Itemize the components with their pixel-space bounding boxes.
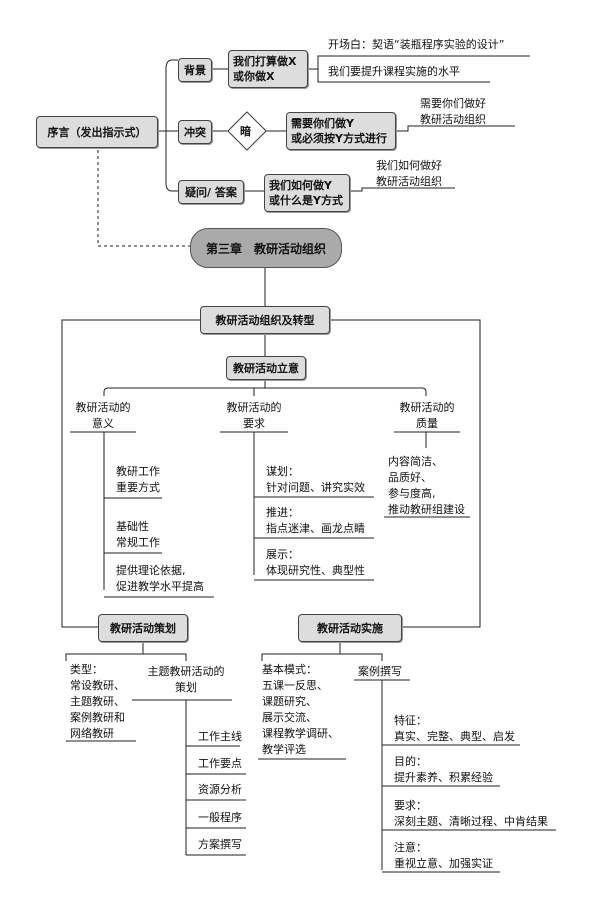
root-node: 序言（发出指示式） bbox=[36, 116, 158, 148]
qa-node: 疑问/ 答案 bbox=[178, 180, 244, 204]
quality-text: 内容简洁、 品质好、 参与度高, 推动教研组建设 bbox=[388, 455, 465, 516]
background-leaf-1: 开场白：契语“装瓶程序实验的设计” bbox=[328, 38, 505, 51]
impl-node: 教研活动实施 bbox=[298, 614, 402, 642]
requirement-item-2: 推进： 指点迷津、画龙点睛 bbox=[266, 506, 365, 535]
plan-theme-item-3: 资源分析 bbox=[198, 783, 242, 796]
background-leaf-2: 我们要提升课程实施的水平 bbox=[328, 65, 460, 78]
meaning-label: 教研活动的 意义 bbox=[75, 401, 131, 430]
impl-case-item-3: 要求： 深刻主题、清晰过程、中肯结果 bbox=[394, 799, 548, 828]
org-node: 教研活动组织及转型 bbox=[200, 306, 330, 334]
background-node: 背景 bbox=[178, 58, 212, 82]
requirement-item-1: 谋划： 针对问题、讲究实效 bbox=[266, 465, 365, 494]
meaning-item-3: 提供理论依据, 促进教学水平提高 bbox=[116, 564, 204, 593]
conflict-node: 冲突 bbox=[178, 120, 212, 144]
quality-label: 教研活动的 质量 bbox=[399, 401, 455, 430]
plan-theme-item-5: 方案撰写 bbox=[198, 838, 242, 851]
background-box: 我们打算做X 或你做X bbox=[228, 50, 308, 88]
conflict-box: 需要你们做Y 或必须按Y方式进行 bbox=[286, 112, 396, 150]
chapter-node: 第三章 教研活动组织 bbox=[190, 228, 342, 268]
meaning-item-2: 基础性 常规工作 bbox=[116, 520, 160, 549]
plan-theme-label: 主题教研活动的 策划 bbox=[147, 665, 225, 694]
plan-theme-item-4: 一般程序 bbox=[198, 811, 242, 824]
dark-label: 暗 bbox=[240, 125, 251, 138]
requirements-label: 教研活动的 要求 bbox=[226, 401, 282, 430]
qa-leaf: 我们如何做好 教研活动组织 bbox=[376, 159, 442, 188]
plan-theme-item-2: 工作要点 bbox=[198, 757, 242, 770]
requirement-item-3: 展示： 体现研究性、典型性 bbox=[266, 548, 365, 577]
plan-types: 类型： 常设教研、 主题教研、 案例教研和 网络教研 bbox=[70, 663, 125, 740]
impl-case-item-1: 特征： 真实、完整、典型、启发 bbox=[394, 714, 515, 743]
plan-node: 教研活动策划 bbox=[98, 614, 188, 642]
plan-theme-item-1: 工作主线 bbox=[198, 730, 242, 743]
impl-case-item-2: 目的： 提升素养、积累经验 bbox=[394, 755, 493, 784]
meaning-item-1: 教研工作 重要方式 bbox=[116, 465, 160, 494]
qa-box: 我们如何做Y 或什么是Y方式 bbox=[264, 174, 350, 212]
impl-case-item-4: 注意： 重视立意、加强实证 bbox=[394, 841, 493, 870]
intent-node: 教研活动立意 bbox=[226, 356, 306, 380]
conflict-leaf: 需要你们做好 教研活动组织 bbox=[420, 97, 486, 126]
impl-case-label: 案例撰写 bbox=[358, 665, 402, 678]
impl-basic: 基本模式： 五课一反思、 课题研究、 展示交流、 课程教学调研、 教学评选 bbox=[262, 663, 339, 756]
